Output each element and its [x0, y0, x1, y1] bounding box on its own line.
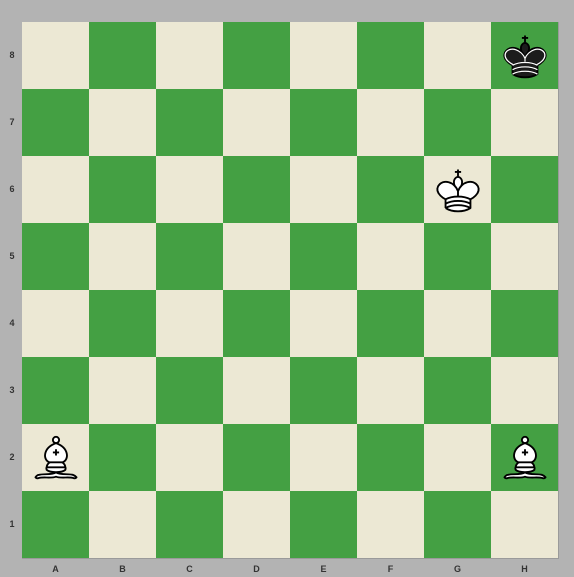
square-d7[interactable] — [223, 89, 290, 156]
square-b3[interactable] — [89, 357, 156, 424]
square-e7[interactable] — [290, 89, 357, 156]
square-a1[interactable] — [22, 491, 89, 558]
square-c3[interactable] — [156, 357, 223, 424]
square-d2[interactable] — [223, 424, 290, 491]
rank-label-7: 7 — [7, 117, 17, 127]
square-h7[interactable] — [491, 89, 558, 156]
square-c4[interactable] — [156, 290, 223, 357]
square-f2[interactable] — [357, 424, 424, 491]
square-f8[interactable] — [357, 22, 424, 89]
square-h5[interactable] — [491, 223, 558, 290]
square-h8[interactable] — [491, 22, 558, 89]
square-h1[interactable] — [491, 491, 558, 558]
rank-label-4: 4 — [7, 318, 17, 328]
square-d5[interactable] — [223, 223, 290, 290]
square-a3[interactable] — [22, 357, 89, 424]
square-b4[interactable] — [89, 290, 156, 357]
black-king-icon[interactable] — [497, 28, 553, 84]
square-g6[interactable] — [424, 156, 491, 223]
square-e5[interactable] — [290, 223, 357, 290]
rank-label-3: 3 — [7, 385, 17, 395]
square-b6[interactable] — [89, 156, 156, 223]
square-a6[interactable] — [22, 156, 89, 223]
square-g1[interactable] — [424, 491, 491, 558]
square-c5[interactable] — [156, 223, 223, 290]
square-h2[interactable] — [491, 424, 558, 491]
file-label-d: D — [223, 564, 290, 574]
white-bishop-icon[interactable] — [497, 430, 553, 486]
square-d6[interactable] — [223, 156, 290, 223]
rank-label-1: 1 — [7, 519, 17, 529]
file-label-h: H — [491, 564, 558, 574]
square-a7[interactable] — [22, 89, 89, 156]
file-label-e: E — [290, 564, 357, 574]
white-king-icon[interactable] — [430, 162, 486, 218]
file-label-f: F — [357, 564, 424, 574]
square-e3[interactable] — [290, 357, 357, 424]
square-a5[interactable] — [22, 223, 89, 290]
square-f6[interactable] — [357, 156, 424, 223]
square-d8[interactable] — [223, 22, 290, 89]
square-c2[interactable] — [156, 424, 223, 491]
square-e1[interactable] — [290, 491, 357, 558]
rank-label-2: 2 — [7, 452, 17, 462]
square-c7[interactable] — [156, 89, 223, 156]
square-e4[interactable] — [290, 290, 357, 357]
file-label-a: A — [22, 564, 89, 574]
square-b8[interactable] — [89, 22, 156, 89]
rank-label-5: 5 — [7, 251, 17, 261]
square-b7[interactable] — [89, 89, 156, 156]
white-bishop-icon[interactable] — [28, 430, 84, 486]
square-a2[interactable] — [22, 424, 89, 491]
square-g2[interactable] — [424, 424, 491, 491]
square-g4[interactable] — [424, 290, 491, 357]
square-b2[interactable] — [89, 424, 156, 491]
square-g3[interactable] — [424, 357, 491, 424]
file-label-g: G — [424, 564, 491, 574]
rank-label-6: 6 — [7, 184, 17, 194]
square-d4[interactable] — [223, 290, 290, 357]
square-b1[interactable] — [89, 491, 156, 558]
square-f1[interactable] — [357, 491, 424, 558]
square-d3[interactable] — [223, 357, 290, 424]
square-c8[interactable] — [156, 22, 223, 89]
square-g8[interactable] — [424, 22, 491, 89]
square-g7[interactable] — [424, 89, 491, 156]
file-label-b: B — [89, 564, 156, 574]
file-label-c: C — [156, 564, 223, 574]
square-f7[interactable] — [357, 89, 424, 156]
square-f3[interactable] — [357, 357, 424, 424]
square-a4[interactable] — [22, 290, 89, 357]
square-h4[interactable] — [491, 290, 558, 357]
square-b5[interactable] — [89, 223, 156, 290]
square-a8[interactable] — [22, 22, 89, 89]
square-g5[interactable] — [424, 223, 491, 290]
square-c6[interactable] — [156, 156, 223, 223]
square-h3[interactable] — [491, 357, 558, 424]
square-f5[interactable] — [357, 223, 424, 290]
square-e6[interactable] — [290, 156, 357, 223]
square-e8[interactable] — [290, 22, 357, 89]
square-e2[interactable] — [290, 424, 357, 491]
square-d1[interactable] — [223, 491, 290, 558]
rank-label-8: 8 — [7, 50, 17, 60]
chessboard[interactable] — [22, 22, 559, 559]
square-c1[interactable] — [156, 491, 223, 558]
square-f4[interactable] — [357, 290, 424, 357]
square-h6[interactable] — [491, 156, 558, 223]
